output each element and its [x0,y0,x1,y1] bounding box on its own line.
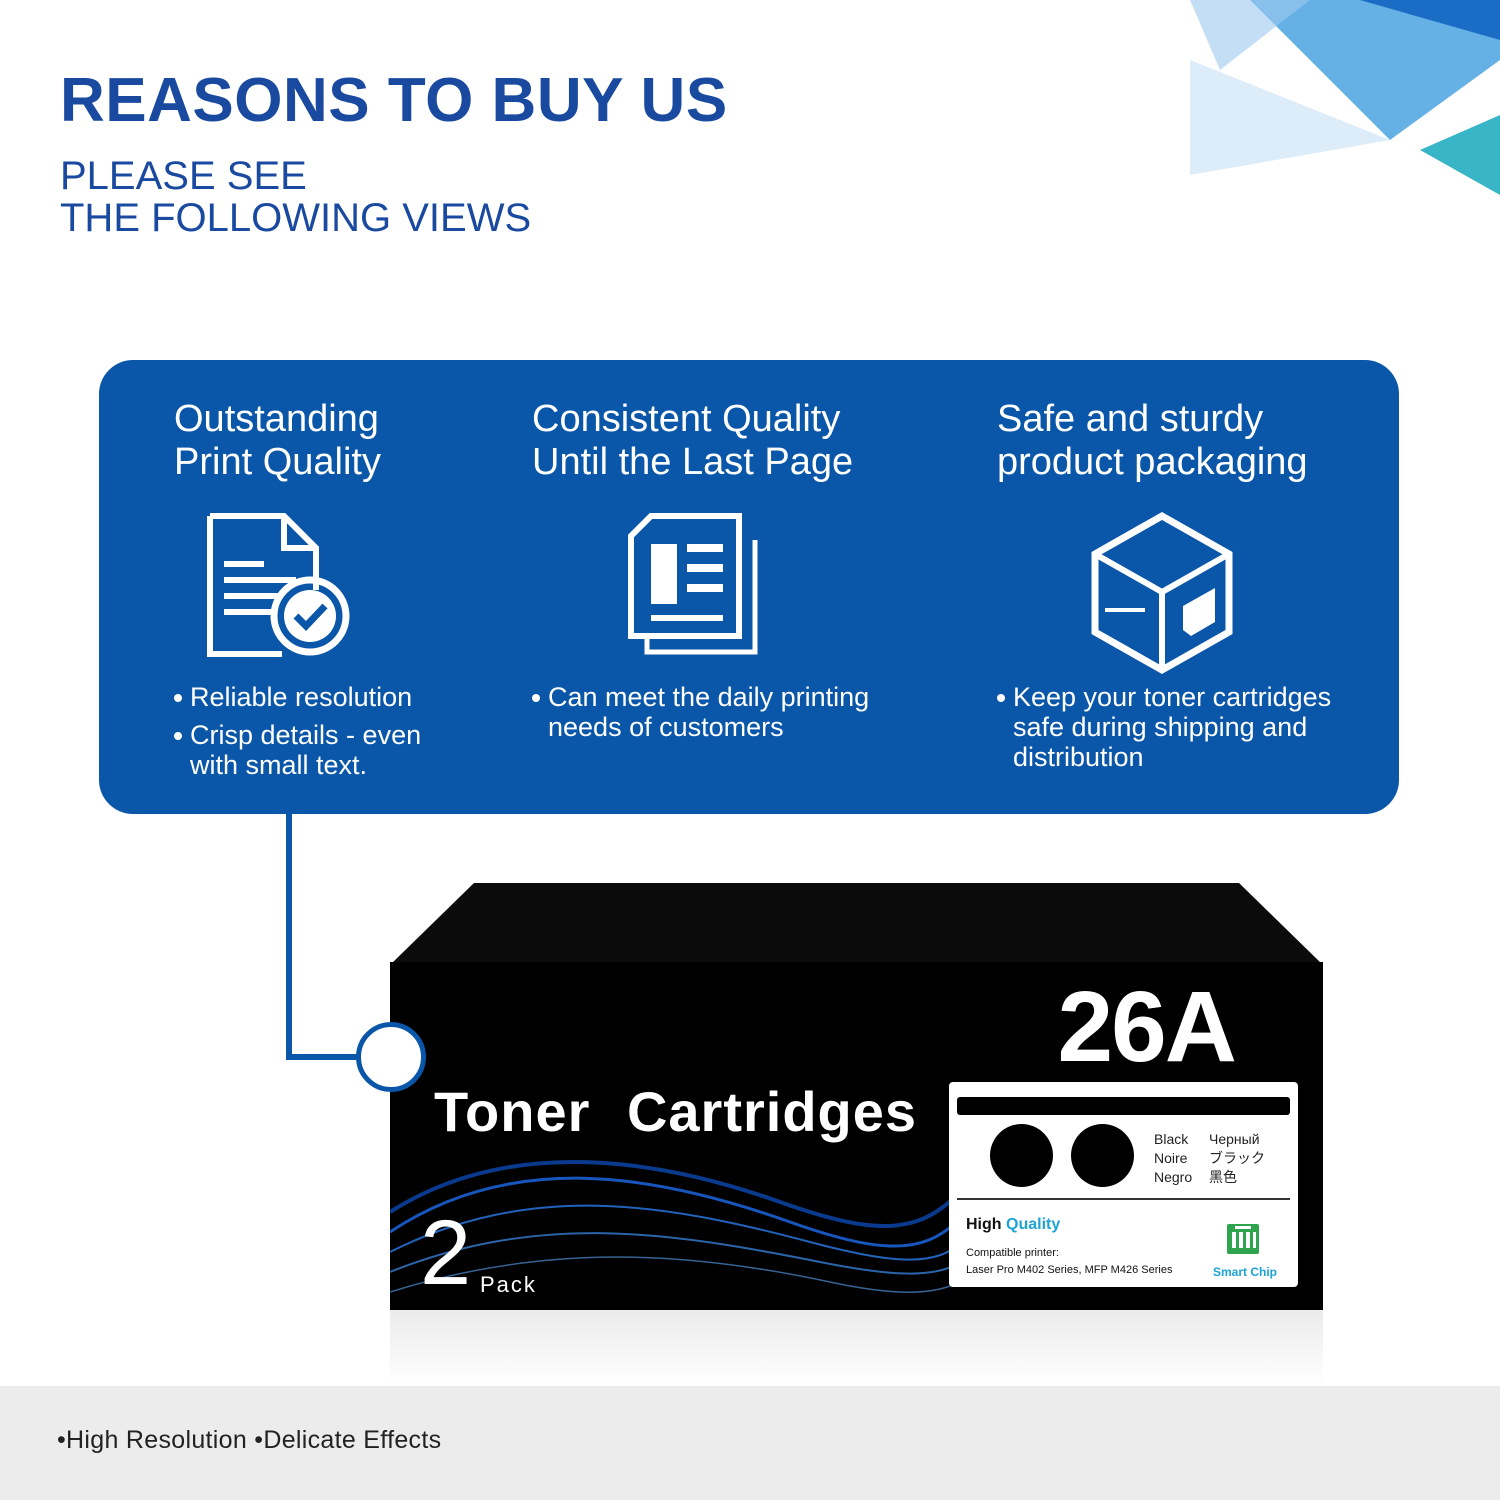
color-name: Black [1154,1131,1189,1147]
connector-dot [356,1022,426,1092]
bullet-item: Reliable resolution [174,682,421,712]
product-box-top [390,883,1323,965]
feature-title-line: Outstanding [174,398,379,440]
bullet-text: with small text. [190,750,368,780]
bullet-text: safe during shipping and [1013,712,1308,742]
compatible-title: Compatible printer: [966,1247,1059,1259]
corner-decoration [1190,0,1500,195]
quality-word: Quality [1006,1216,1061,1233]
feature-bullets: Reliable resolution Crisp details - even… [174,682,421,788]
connector-line [286,814,292,1060]
ink-dot-icon [1071,1124,1134,1187]
quality-word: High [966,1216,1002,1233]
feature-title-line: Safe and sturdy [997,398,1264,440]
feature-title: Consistent Quality Until the Last Page [532,398,912,484]
smart-chip-label: Smart Chip [1213,1265,1278,1279]
subtitle-line-2: THE FOLLOWING VIEWS [60,196,532,240]
color-name: 黑色 [1209,1169,1237,1185]
label-divider [957,1198,1290,1200]
color-name: Negro [1154,1169,1193,1185]
product-label-card: Black Noire Negro Черный ブラック 黑色 High Qu… [949,1082,1298,1287]
smart-chip-icon [1227,1224,1259,1254]
feature-title-line: Until the Last Page [532,441,854,483]
bullet-text: Crisp details - even [190,720,422,750]
color-names: Black Noire Negro [1154,1130,1192,1187]
package-box-icon [1091,511,1233,675]
color-name: Черный [1209,1131,1260,1147]
footer-bar: •High Resolution •Delicate Effects [0,1386,1500,1500]
feature-title-line: Print Quality [174,441,381,483]
bullet-item: Keep your toner cartridges safe during s… [997,682,1331,772]
feature-bullets: Can meet the daily printing needs of cus… [532,682,869,750]
color-name: Noire [1154,1150,1188,1166]
features-panel: Outstanding Print Quality Reliable resol… [99,360,1399,814]
page-subtitle: PLEASE SEE THE FOLLOWING VIEWS [60,155,531,239]
page-title: REASONS TO BUY US [60,66,728,135]
pack-label: Pack [480,1272,537,1297]
product-box: 26A Toner Cartridges 2 Pack Black Noire … [390,962,1323,1310]
quality-badge: High Quality [966,1216,1060,1234]
subtitle-line-1: PLEASE SEE [60,154,307,198]
compatible-value: Laser Pro M402 Series, MFP M426 Series [966,1264,1173,1276]
feature-title-line: product packaging [997,441,1308,483]
stacked-pages-icon [628,513,758,655]
pack-count: 2 [420,1202,472,1304]
footer-text: •High Resolution •Delicate Effects [57,1426,442,1454]
feature-title-line: Consistent Quality [532,398,841,440]
bullet-text: Keep your toner cartridges [1013,682,1332,712]
box-reflection [390,1310,1323,1386]
feature-title: Outstanding Print Quality [174,398,494,484]
product-model: 26A [1057,971,1237,1083]
product-name: Toner Cartridges [434,1080,918,1143]
ink-dot-icon [990,1124,1053,1187]
bullet-text: Reliable resolution [190,682,413,712]
label-bar [957,1097,1290,1115]
bullet-item: Can meet the daily printing needs of cus… [532,682,869,742]
bullet-text: needs of customers [548,712,784,742]
bullet-item: Crisp details - even with small text. [174,720,421,780]
document-check-icon [207,513,350,657]
bullet-text: distribution [1013,742,1144,772]
color-names-alt: Черный ブラック 黑色 [1209,1130,1265,1187]
feature-bullets: Keep your toner cartridges safe during s… [997,682,1331,780]
color-name: ブラック [1209,1150,1265,1166]
connector-line [286,1054,366,1060]
bullet-text: Can meet the daily printing [548,682,870,712]
feature-title: Safe and sturdy product packaging [997,398,1377,484]
